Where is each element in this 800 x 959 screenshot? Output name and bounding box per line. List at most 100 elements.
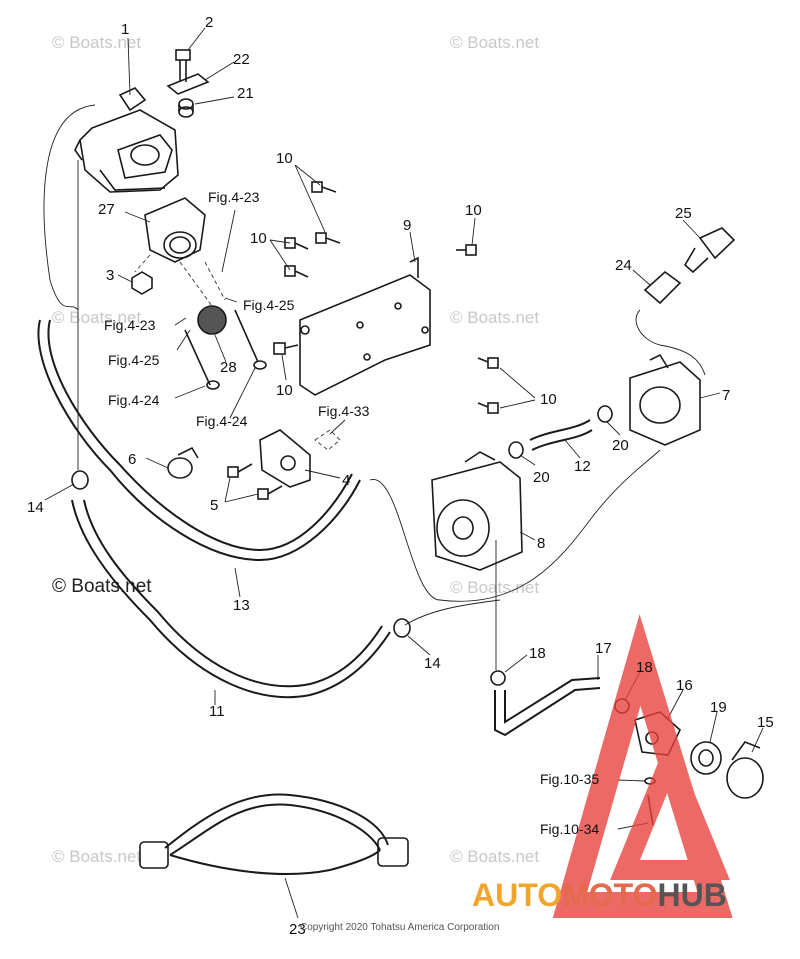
gasket-ref <box>314 429 341 451</box>
watermark: © Boats.net <box>450 33 539 52</box>
washer-small <box>253 360 267 370</box>
grommet-20 <box>597 405 613 423</box>
hose-line-left <box>43 104 96 311</box>
washer-22 <box>166 73 210 95</box>
callout-5: 5 <box>210 497 218 514</box>
stud-right <box>234 309 259 363</box>
callout-23: 23 <box>289 921 306 938</box>
hose-11 <box>71 499 391 699</box>
hose-17 <box>494 687 601 737</box>
collar-21 <box>178 98 194 118</box>
callout-18: 18 <box>636 659 653 676</box>
bolt-10 <box>477 357 499 369</box>
leader-lines <box>44 27 764 919</box>
logo-triangle <box>552 614 733 918</box>
bolt-10 <box>311 181 337 193</box>
bolt-10 <box>315 232 341 244</box>
copyright-text: Copyright 2020 Tohatsu America Corporati… <box>300 922 499 933</box>
hose-line-24 <box>635 309 706 376</box>
washer-small <box>206 380 220 390</box>
watermark: © Boats.net <box>450 847 539 866</box>
ref-fig-4-33: Fig.4-33 <box>318 403 370 419</box>
hose-11 <box>83 499 383 688</box>
callout-10: 10 <box>540 391 557 408</box>
logo-part-hub: HUB <box>657 877 726 913</box>
callout-3: 3 <box>106 267 114 284</box>
fitting-19 <box>690 741 722 775</box>
bolt-10 <box>477 402 499 414</box>
callout-17: 17 <box>595 640 612 657</box>
callout-27: 27 <box>98 201 115 218</box>
cap-15 <box>726 741 764 799</box>
nut-3 <box>131 271 153 295</box>
callout-14: 14 <box>27 499 44 516</box>
watermark: © Boats.net <box>52 847 141 866</box>
clamp-14 <box>71 470 89 490</box>
harness-23 <box>139 793 409 875</box>
logo-part-moto: MOTO <box>562 877 657 913</box>
hose-12 <box>531 429 593 451</box>
watermark: © Boats.net <box>52 33 141 52</box>
callout-22: 22 <box>233 51 250 68</box>
ref-fig-4-25: Fig.4-25 <box>243 297 295 313</box>
ref-fig-4-23: Fig.4-23 <box>104 317 156 333</box>
bolt-5 <box>257 485 283 500</box>
grommet-20 <box>508 441 524 459</box>
callout-7: 7 <box>722 387 730 404</box>
callout-10: 10 <box>465 202 482 219</box>
callout-4: 4 <box>342 472 350 489</box>
hose-13 <box>47 319 353 552</box>
hose-13 <box>37 319 361 562</box>
callout-11: 11 <box>209 703 225 720</box>
callout-21: 21 <box>237 85 254 102</box>
connector-25 <box>683 227 736 274</box>
bolt-10 <box>284 237 309 250</box>
callout-12: 12 <box>574 458 591 475</box>
ref-dash <box>204 261 226 301</box>
fuel-filter-8 <box>431 451 523 571</box>
logo-text: AUTOMOTOHUB <box>472 877 727 913</box>
callout-19: 19 <box>710 699 727 716</box>
intake-adapter-27 <box>144 197 206 263</box>
filter-screen-28 <box>197 305 227 335</box>
bolt-10 <box>284 265 309 278</box>
callout-10: 10 <box>276 382 293 399</box>
callout-8: 8 <box>537 535 545 552</box>
watermark: © Boats.net <box>450 578 539 597</box>
ref-fig-4-24: Fig.4-24 <box>108 392 160 408</box>
clamp-14 <box>393 618 411 638</box>
callout-18: 18 <box>529 645 546 662</box>
logo-part-auto: AUTO <box>472 877 562 913</box>
clip-6 <box>167 446 199 479</box>
callout-25: 25 <box>675 205 692 222</box>
callout-10: 10 <box>276 150 293 167</box>
callout-2: 2 <box>205 14 213 31</box>
ref-dash <box>179 261 213 307</box>
callout-9: 9 <box>403 217 411 234</box>
ref-fig-4-25: Fig.4-25 <box>108 352 160 368</box>
hose-12 <box>529 419 591 441</box>
ref-fig-4-23: Fig.4-23 <box>208 189 260 205</box>
callout-20: 20 <box>612 437 629 454</box>
callout-15: 15 <box>757 714 774 731</box>
ref-fig-10-34: Fig.10-34 <box>540 821 599 837</box>
watermark: © Boats.net <box>52 308 141 327</box>
callout-1: 1 <box>121 21 129 38</box>
grommet-18 <box>490 670 506 686</box>
fuel-pump-7 <box>629 353 701 446</box>
bolt-10 <box>456 244 477 256</box>
callout-6: 6 <box>128 451 136 468</box>
callout-13: 13 <box>233 597 250 614</box>
bracket-4 <box>259 429 311 488</box>
bolt-5 <box>227 463 253 478</box>
bracket-9 <box>299 256 431 396</box>
ref-dash <box>134 254 151 273</box>
hose-line-right <box>369 449 661 602</box>
ref-fig-10-35: Fig.10-35 <box>540 771 599 787</box>
hose-24 <box>643 270 682 305</box>
carburetor <box>74 87 179 193</box>
ref-fig-4-24: Fig.4-24 <box>196 413 248 429</box>
callout-20: 20 <box>533 469 550 486</box>
callout-24: 24 <box>615 257 632 274</box>
